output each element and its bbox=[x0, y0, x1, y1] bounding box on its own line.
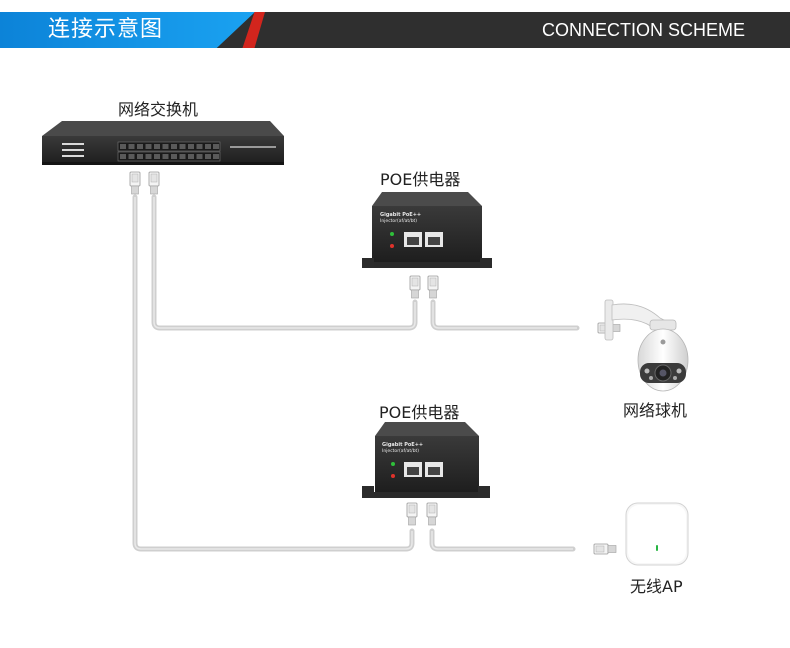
camera-label: 网络球机 bbox=[623, 401, 688, 420]
rj45-plug bbox=[427, 275, 439, 299]
wireless-ap-icon bbox=[625, 502, 689, 566]
poe-injector-icon: Gigabit PoE++ Injector(af/at/bt) bbox=[362, 192, 492, 268]
rj45-plug bbox=[129, 171, 141, 195]
cable-top-injector-to-camera bbox=[430, 299, 580, 331]
rj45-plug bbox=[426, 502, 438, 526]
page-title: 连接示意图 bbox=[48, 17, 164, 42]
svg-text:Injector(af/at/bt): Injector(af/at/bt) bbox=[380, 218, 417, 224]
page-title-english: CONNECTION SCHEME bbox=[541, 20, 745, 40]
poe-injector-icon: Gigabit PoE++ Injector(af/at/bt) bbox=[362, 422, 490, 498]
rj45-plug bbox=[409, 275, 421, 299]
cable-bottom-injector-to-ap bbox=[429, 528, 576, 552]
switch-label: 网络交换机 bbox=[118, 100, 199, 119]
svg-text:Gigabit PoE++: Gigabit PoE++ bbox=[380, 212, 421, 218]
cables bbox=[132, 194, 580, 552]
svg-text:Gigabit PoE++: Gigabit PoE++ bbox=[382, 442, 423, 448]
rj45-plug bbox=[593, 543, 617, 555]
network-switch-icon bbox=[42, 121, 284, 165]
injector-bottom-label: POE供电器 bbox=[379, 403, 460, 422]
rj45-plug bbox=[406, 502, 418, 526]
ap-label: 无线AP bbox=[630, 577, 683, 596]
svg-text:Injector(af/at/bt): Injector(af/at/bt) bbox=[382, 448, 419, 454]
header-accent-blue bbox=[0, 12, 255, 48]
injector-top-label: POE供电器 bbox=[380, 170, 461, 189]
rj45-plug bbox=[148, 171, 160, 195]
dome-camera-icon bbox=[604, 299, 689, 392]
